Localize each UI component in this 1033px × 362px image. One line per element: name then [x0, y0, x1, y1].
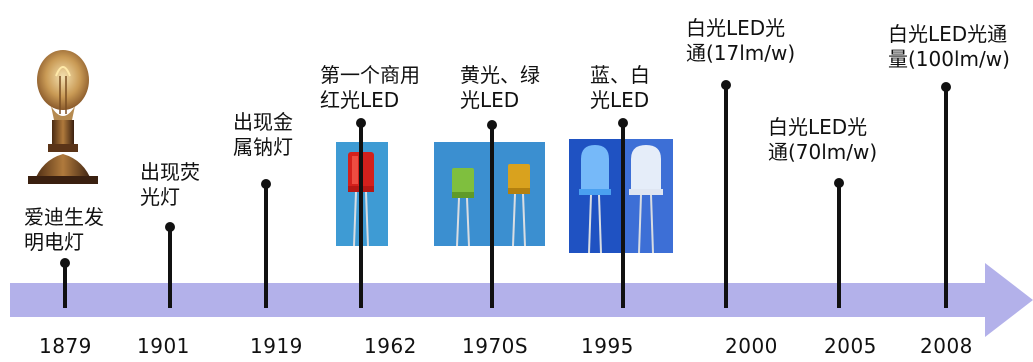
marker-dot-2008	[941, 82, 951, 92]
marker-dot-1901	[165, 222, 175, 232]
year-label-1901: 1901	[137, 334, 190, 358]
year-label-1919: 1919	[250, 334, 303, 358]
event-label-1962: 第一个商用 红光LED	[320, 63, 420, 112]
marker-dot-1970s	[487, 120, 497, 130]
event-label-2008: 白光LED光通 量(100lm/w)	[888, 22, 1010, 71]
marker-stem-2000	[724, 84, 728, 308]
event-label-1919: 出现金 属钠灯	[233, 110, 293, 159]
year-label-2000: 2000	[725, 334, 778, 358]
event-label-2005: 白光LED光 通(70lm/w)	[768, 115, 878, 164]
marker-stem-2005	[837, 182, 841, 308]
event-label-1901: 出现荧 光灯	[140, 160, 200, 209]
year-label-1879: 1879	[39, 334, 92, 358]
edison-bulb-photo	[24, 36, 102, 184]
marker-stem-1962	[359, 122, 363, 308]
marker-dot-2000	[721, 80, 731, 90]
marker-dot-1919	[261, 179, 271, 189]
marker-stem-1901	[168, 226, 172, 308]
marker-stem-1919	[264, 183, 268, 308]
marker-stem-2008	[944, 86, 948, 308]
year-label-2005: 2005	[824, 334, 877, 358]
marker-stem-1970s	[490, 124, 494, 308]
marker-dot-2005	[834, 178, 844, 188]
event-label-1879: 爱迪生发 明电灯	[24, 205, 104, 254]
event-label-2000: 白光LED光 通(17lm/w)	[686, 16, 796, 65]
marker-dot-1879	[60, 258, 70, 268]
yellow-green-led-photo	[434, 142, 545, 246]
marker-dot-1995	[618, 118, 628, 128]
event-label-1995: 蓝、白 光LED	[590, 63, 650, 112]
year-label-1962: 1962	[364, 334, 417, 358]
year-label-2008: 2008	[920, 334, 973, 358]
year-label-1970s: 1970S	[462, 334, 529, 358]
marker-stem-1995	[621, 122, 625, 308]
marker-stem-1879	[63, 262, 67, 308]
year-label-1995: 1995	[581, 334, 634, 358]
event-label-1970s: 黄光、绿 光LED	[460, 63, 540, 112]
marker-dot-1962	[356, 118, 366, 128]
